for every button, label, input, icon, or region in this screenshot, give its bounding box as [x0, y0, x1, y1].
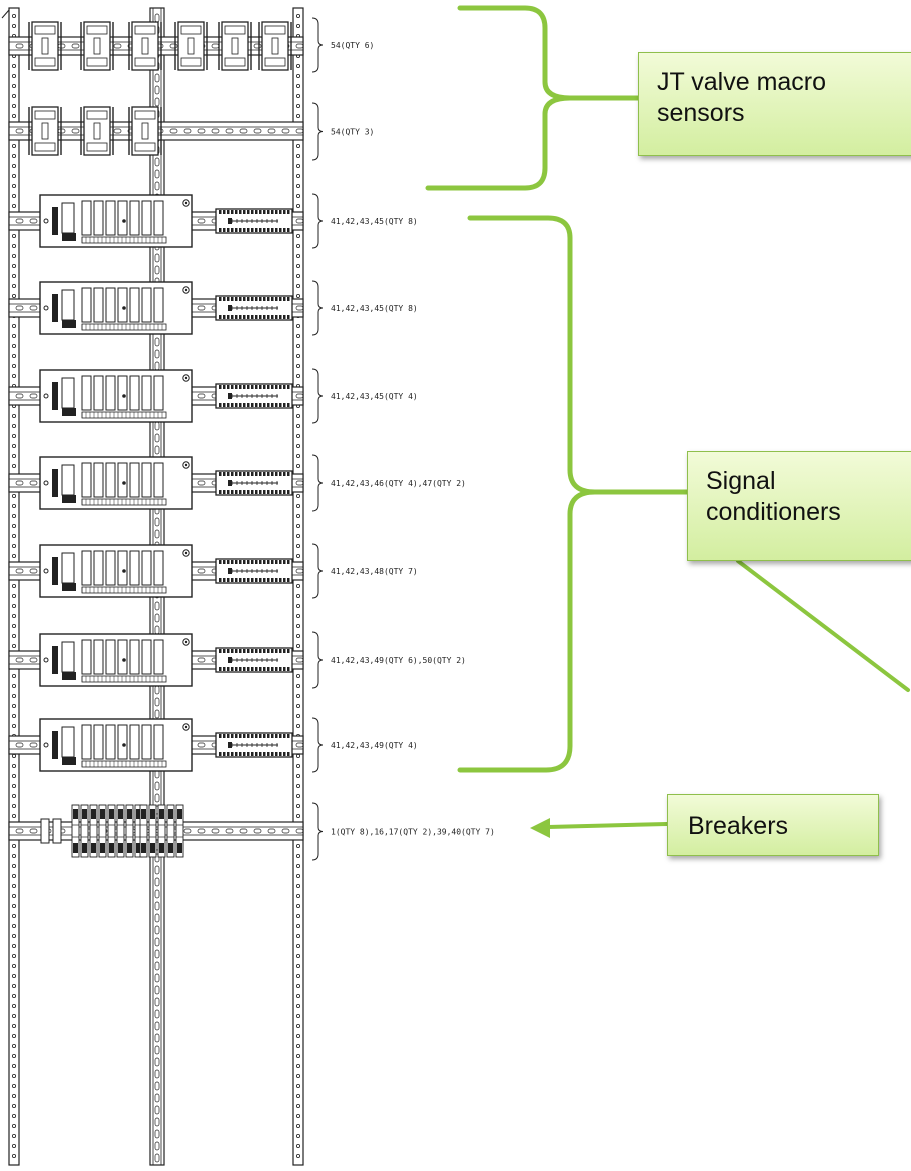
din-rails	[8, 21, 304, 858]
rail-4-brace	[311, 280, 324, 336]
rail-3-brace	[311, 193, 324, 249]
annotation-brackets	[425, 5, 910, 838]
signal-conditioners-callout: Signal conditioners	[687, 451, 911, 561]
jt-valve-callout-text: JT valve macro sensors	[657, 68, 827, 127]
signal-conditioners-callout-text: Signal conditioners	[706, 467, 841, 526]
rail-10-brace	[311, 802, 324, 861]
rail-8-label: 41,42,43,49(QTY 6),50(QTY 2)	[331, 656, 466, 665]
rail-5-label: 41,42,43,45(QTY 4)	[331, 392, 418, 401]
jt-valve-callout: JT valve macro sensors	[638, 52, 911, 156]
rail-8-brace	[311, 631, 324, 689]
corner-mark	[1, 9, 10, 19]
din-rail-6	[8, 456, 304, 510]
signal-conditioners-bracket	[457, 215, 690, 773]
right-upright	[292, 7, 304, 1166]
breakers-callout: Breakers	[667, 794, 879, 856]
din-rail-8	[8, 633, 304, 687]
rail-3-label: 41,42,43,45(QTY 8)	[331, 217, 418, 226]
rail-9-brace	[311, 717, 324, 773]
din-rail-2	[8, 106, 304, 156]
din-rail-4	[8, 281, 304, 335]
din-rail-5	[8, 369, 304, 423]
rail-7-label: 41,42,43,48(QTY 7)	[331, 567, 418, 576]
signal-conditioners-pointer	[736, 559, 910, 692]
rail-labels: 54(QTY 6) 54(QTY 3) 41,42,43,45(QTY 8) 41,4…	[311, 17, 495, 861]
rail-1-brace	[311, 17, 324, 73]
rail-7-brace	[311, 543, 324, 599]
rail-6-brace	[311, 454, 324, 512]
din-rail-7	[8, 544, 304, 598]
breakers-callout-text: Breakers	[688, 812, 789, 840]
breakers-arrow-head	[530, 818, 550, 838]
din-rail-9	[8, 718, 304, 772]
rail-6-label: 41,42,43,46(QTY 4),47(QTY 2)	[331, 479, 466, 488]
breakers-arrow-shaft	[546, 822, 669, 829]
din-rail-3	[8, 194, 304, 248]
rail-1-label: 54(QTY 6)	[331, 41, 374, 50]
rail-4-label: 41,42,43,45(QTY 8)	[331, 304, 418, 313]
rail-2-brace	[311, 102, 324, 161]
jt-valve-bracket	[425, 5, 641, 191]
rail-2-label: 54(QTY 3)	[331, 128, 374, 137]
rail-5-brace	[311, 368, 324, 424]
din-rail-1	[8, 21, 304, 71]
din-rail-10	[8, 804, 304, 858]
rail-10-label: 1(QTY 8),16,17(QTY 2),39,40(QTY 7)	[331, 828, 495, 837]
rail-9-label: 41,42,43,49(QTY 4)	[331, 741, 418, 750]
left-upright	[8, 7, 20, 1166]
